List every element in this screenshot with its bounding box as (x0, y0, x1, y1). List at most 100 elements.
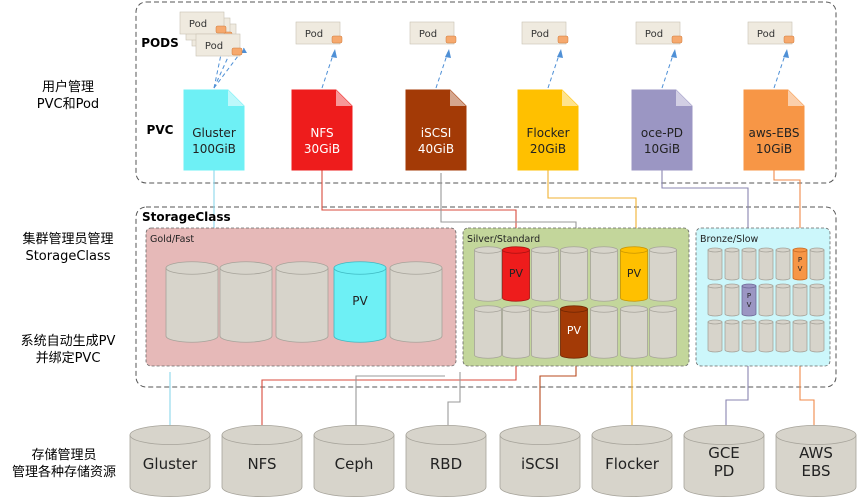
bronze-0-3 (758, 247, 774, 281)
pod-2: Pod (409, 21, 457, 45)
pvc-label: PVC (147, 123, 174, 137)
class-label-0: Gold/Fast (150, 234, 194, 245)
bronze-0-2 (741, 247, 757, 281)
gold-pv-cylinder-top (333, 261, 387, 275)
pod-4: Pod (635, 21, 683, 45)
aws-pv-v: V (798, 265, 803, 273)
bronze-1-3-body (758, 285, 774, 317)
arrowhead-1 (331, 49, 337, 58)
pvc-size-3: 20GiB (530, 142, 566, 156)
bronze-2-2-body (741, 321, 757, 353)
pod-2-accent (445, 35, 457, 44)
storageclass-frame (135, 206, 837, 388)
bronze-2-5-body (792, 321, 808, 353)
bronze-2-4 (775, 319, 791, 353)
silver-top-3-body (560, 249, 588, 302)
user-manage-label: 用户管理 (42, 79, 94, 95)
arrowhead-4 (671, 49, 677, 58)
pvc-size-4: 10GiB (644, 142, 680, 156)
pod-3-accent (557, 35, 569, 44)
pvc-name-3: Flocker (526, 126, 569, 140)
pvc-fold-5 (788, 90, 804, 106)
gold-cylinder-2 (275, 261, 329, 343)
bronze-2-0-body (707, 321, 723, 353)
bronze-1-1-body (724, 285, 740, 317)
silver-bottom-0-top (474, 305, 502, 313)
silver-top-3-top (560, 246, 588, 254)
bind-pvc-label: 并绑定PVC (36, 351, 101, 366)
gold-cylinder-0 (165, 261, 219, 343)
bronze-0-6-top (809, 247, 825, 253)
silver-bottom-2-top (531, 305, 559, 313)
arrow-5 (773, 51, 787, 89)
bronze-aws-pv-body (792, 249, 808, 281)
silver-bottom-2 (531, 305, 559, 359)
silver-flocker-pv (620, 246, 648, 302)
pvc-doc-5 (743, 89, 805, 171)
silver-top-3 (560, 246, 588, 302)
bronze-2-4-body (775, 321, 791, 353)
pvc-size-2: 40GiB (418, 142, 454, 156)
silver-bottom-4 (590, 305, 618, 359)
backend-label-7-b: EBS (801, 462, 830, 480)
pod-5: Pod (747, 21, 795, 45)
pod-3-label: Pod (531, 29, 549, 40)
bronze-0-6 (809, 247, 825, 281)
backend-5-top (591, 424, 673, 445)
backend-label-2: Ceph (335, 455, 374, 473)
pvc-pod-label: PVC和Pod (37, 97, 99, 112)
backend-7 (775, 424, 857, 497)
arrowhead-2 (445, 49, 451, 58)
pod-gluster-front-accent (231, 47, 243, 56)
backend-3 (405, 424, 487, 497)
bronze-2-6-top (809, 319, 825, 325)
bronze-2-1-body (724, 321, 740, 353)
bronze-2-1-top (724, 319, 740, 325)
pvc-fold-1 (336, 90, 352, 106)
silver-top-4-body (590, 249, 618, 302)
silver-nfs-pv-body (502, 249, 530, 302)
pvc-fold-4 (676, 90, 692, 106)
pod-gluster-front-body (195, 33, 241, 57)
class-label-2: Bronze/Slow (700, 234, 759, 245)
pods-layer: PodPodPodPodPodPodPodPodPod (179, 11, 795, 89)
backend-label-1: NFS (247, 455, 276, 473)
pod-1-accent (331, 35, 343, 44)
bronze-1-3 (758, 283, 774, 317)
pvc-doc-4 (631, 89, 693, 171)
pod-2-body (409, 21, 455, 45)
silver-bottom-1-body (502, 308, 530, 359)
pvc-fold-2 (450, 90, 466, 106)
storage-resources-label: 管理各种存储资源 (12, 464, 116, 480)
wire-4 (539, 360, 577, 435)
pod-1: Pod (295, 21, 343, 45)
pvc-layer: Gluster100GiBNFS30GiBiSCSI40GiBFlocker20… (183, 89, 805, 171)
pvc-size-5: 10GiB (756, 142, 792, 156)
silver-top-6 (649, 246, 677, 302)
backend-1 (221, 424, 303, 497)
silver-bottom-6-top (649, 305, 677, 313)
gold-cylinder-0-body (165, 267, 219, 343)
backend-0-top (129, 424, 211, 445)
bronze-1-6-body (809, 285, 825, 317)
bronze-0-0-top (707, 247, 723, 253)
gce-pv-p: P (747, 292, 751, 300)
user-frame (135, 1, 837, 184)
silver-bottom-1 (502, 305, 530, 359)
arrow-gluster-1 (213, 43, 235, 89)
bronze-0-3-top (758, 247, 774, 253)
silver-iscsi-pv-body (560, 308, 588, 359)
pod-4-body (635, 21, 681, 45)
bronze-1-5-body (792, 285, 808, 317)
silver-bottom-1-top (502, 305, 530, 313)
backend-label-6-a: GCE (708, 444, 740, 462)
bronze-1-4-top (775, 283, 791, 289)
pod-2-label: Pod (419, 29, 437, 40)
silver-bottom-5-body (620, 308, 648, 359)
silver-top-2 (531, 246, 559, 302)
pvc-doc-1 (291, 89, 353, 171)
pods-label: PODS (141, 36, 179, 50)
wire-3 (447, 372, 461, 435)
